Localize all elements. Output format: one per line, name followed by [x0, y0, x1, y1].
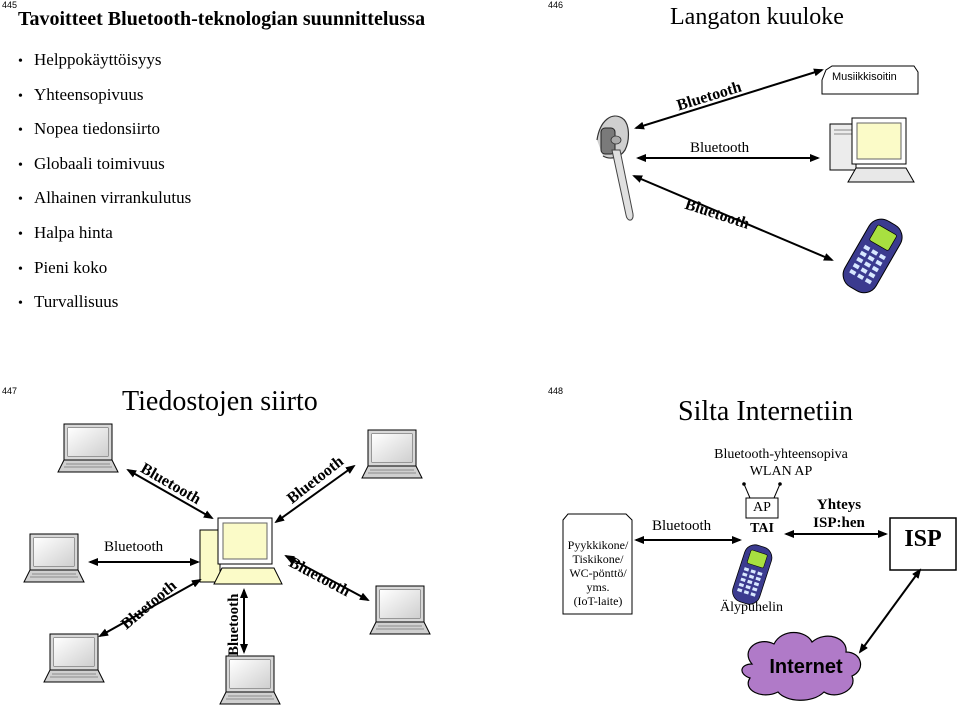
slide-title: Langaton kuuloke [670, 4, 844, 30]
bullet-icon: • [18, 88, 23, 104]
internet-cloud-icon [741, 631, 862, 701]
goal-item: • Pieni koko [18, 258, 191, 293]
goal-item: • Turvallisuus [18, 292, 191, 327]
bullet-icon: • [18, 157, 23, 173]
isp-connection-label: Yhteys ISP:hen [813, 497, 865, 531]
bluetooth-label: Bluetooth [104, 539, 164, 555]
goal-item: • Nopea tiedonsiirto [18, 119, 191, 154]
bluetooth-label: Bluetooth [226, 593, 242, 656]
isp-box [889, 517, 957, 571]
internet-label: Internet [769, 656, 843, 678]
desktop-computer-icon [199, 517, 283, 585]
headset-icon [596, 115, 634, 221]
goal-text: Turvallisuus [34, 292, 119, 312]
bullet-icon: • [18, 123, 23, 139]
mobile-phone-icon [837, 213, 908, 299]
access-point-box [742, 482, 782, 519]
goal-item: • Globaali toimivuus [18, 154, 191, 189]
laptop-icon [57, 423, 119, 473]
laptop-icon [369, 585, 431, 635]
laptop-icon [219, 655, 281, 705]
bluetooth-label: Bluetooth [690, 140, 750, 156]
goal-text: Alhainen virrankulutus [34, 188, 192, 208]
music-player-box [821, 65, 919, 95]
bluetooth-label: Bluetooth [652, 518, 712, 534]
goal-text: Yhteensopivuus [34, 84, 144, 104]
desktop-computer-icon [829, 117, 915, 183]
slide-title: Tiedostojen siirto [122, 386, 318, 417]
bullet-icon: • [18, 296, 23, 312]
laptop-icon [361, 429, 423, 479]
iot-device-box [562, 513, 633, 615]
laptop-icon [23, 533, 85, 583]
goal-text: Globaali toimivuus [34, 153, 165, 173]
bullet-icon: • [18, 192, 23, 208]
laptop-icon [43, 633, 105, 683]
bullet-icon: • [18, 226, 23, 242]
goal-text: Nopea tiedonsiirto [34, 119, 161, 139]
goal-item: • Halpa hinta [18, 223, 191, 258]
slide-title: Silta Internetiin [678, 396, 853, 427]
slide-title: Tavoitteet Bluetooth-teknologian suunnit… [18, 8, 426, 30]
bullet-icon: • [18, 54, 23, 69]
iot-device-label: Pyykkikone/ Tiskikone/ WC-pönttö/ yms. (… [567, 538, 629, 608]
ap-caption: Bluetooth-yhteensopiva WLAN AP [714, 447, 848, 479]
bullet-icon: • [18, 261, 23, 277]
goal-text: Halpa hinta [34, 222, 113, 242]
or-label: TAI [750, 521, 774, 536]
slide-number: 446 [548, 0, 564, 10]
goal-item: • Alhainen virrankulutus [18, 188, 191, 223]
goal-text: Pieni koko [34, 257, 108, 277]
goal-text: Helppokäyttöisyys [34, 50, 162, 69]
mobile-phone-icon [729, 541, 776, 608]
goal-item: • Yhteensopivuus [18, 85, 191, 120]
slide-number: 445 [2, 0, 18, 10]
slide-number: 447 [2, 386, 18, 396]
slide-number: 448 [548, 386, 564, 396]
goals-list: • Helppokäyttöisyys • Yhteensopivuus • Nopea … [18, 50, 191, 327]
music-player-label: Musiikkisoitin [832, 71, 897, 83]
isp-label: ISP [904, 526, 942, 552]
goal-item: • Helppokäyttöisyys [18, 50, 191, 85]
ap-label: AP [753, 500, 771, 515]
smartphone-label: Älypuhelin [720, 600, 783, 615]
